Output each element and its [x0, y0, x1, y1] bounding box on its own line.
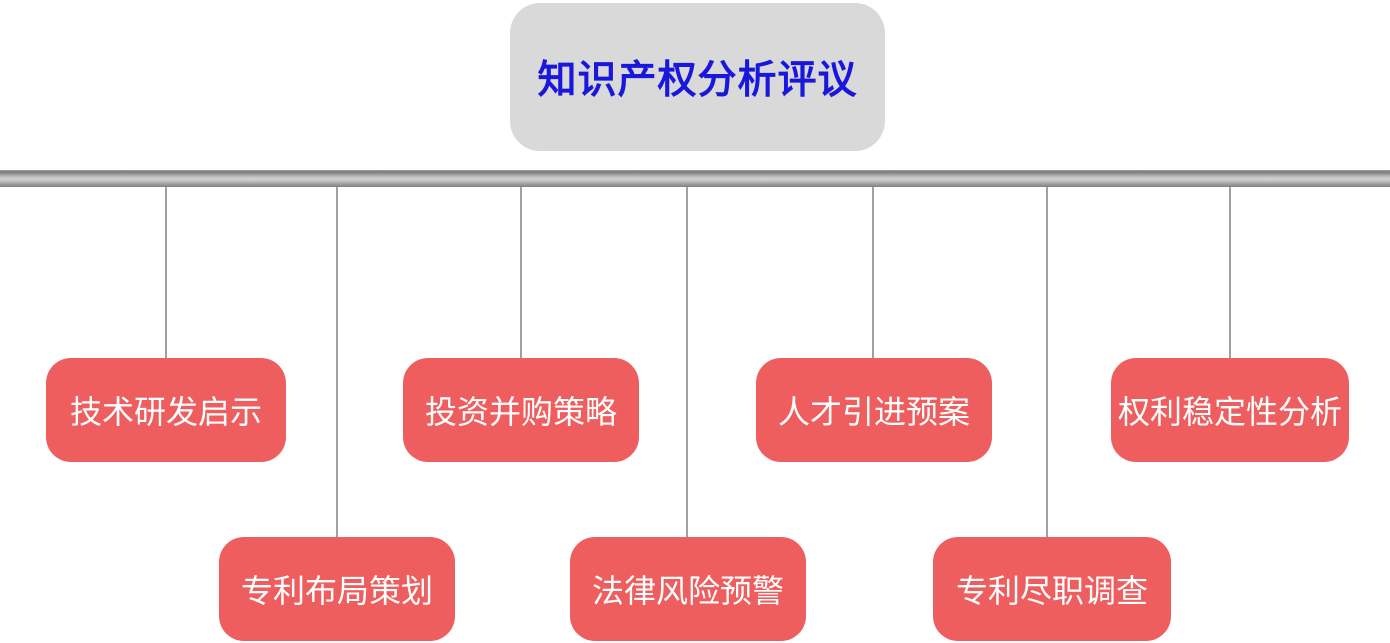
root-node: 知识产权分析评议 [510, 3, 885, 151]
root-node-label: 知识产权分析评议 [537, 58, 858, 103]
branch-node-label: 法律风险预警 [591, 572, 784, 610]
connector-line-5 [872, 187, 874, 358]
branch-node-investment-ma: 投资并购策略 [403, 358, 639, 462]
branch-node-label: 专利布局策划 [240, 572, 433, 610]
branch-node-legal-risk: 法律风险预警 [570, 537, 806, 641]
connector-line-1 [165, 187, 167, 358]
connector-line-4 [686, 187, 688, 537]
branch-node-label: 权利稳定性分析 [1117, 393, 1342, 431]
connector-line-6 [1046, 187, 1048, 537]
branch-node-label: 人才引进预案 [777, 393, 970, 431]
branch-node-label: 技术研发启示 [69, 393, 262, 431]
branch-node-tech-rd: 技术研发启示 [46, 358, 286, 462]
branch-node-patent-layout: 专利布局策划 [219, 537, 455, 641]
branch-node-due-diligence: 专利尽职调查 [933, 537, 1171, 641]
branch-node-rights-stability: 权利稳定性分析 [1111, 358, 1349, 462]
connector-line-7 [1229, 187, 1231, 358]
branch-node-label: 投资并购策略 [424, 393, 617, 431]
branch-node-talent-intro: 人才引进预案 [756, 358, 992, 462]
branch-node-label: 专利尽职调查 [955, 572, 1148, 610]
connector-line-2 [336, 187, 338, 537]
trunk-bar [0, 170, 1390, 187]
connector-line-3 [520, 187, 522, 358]
